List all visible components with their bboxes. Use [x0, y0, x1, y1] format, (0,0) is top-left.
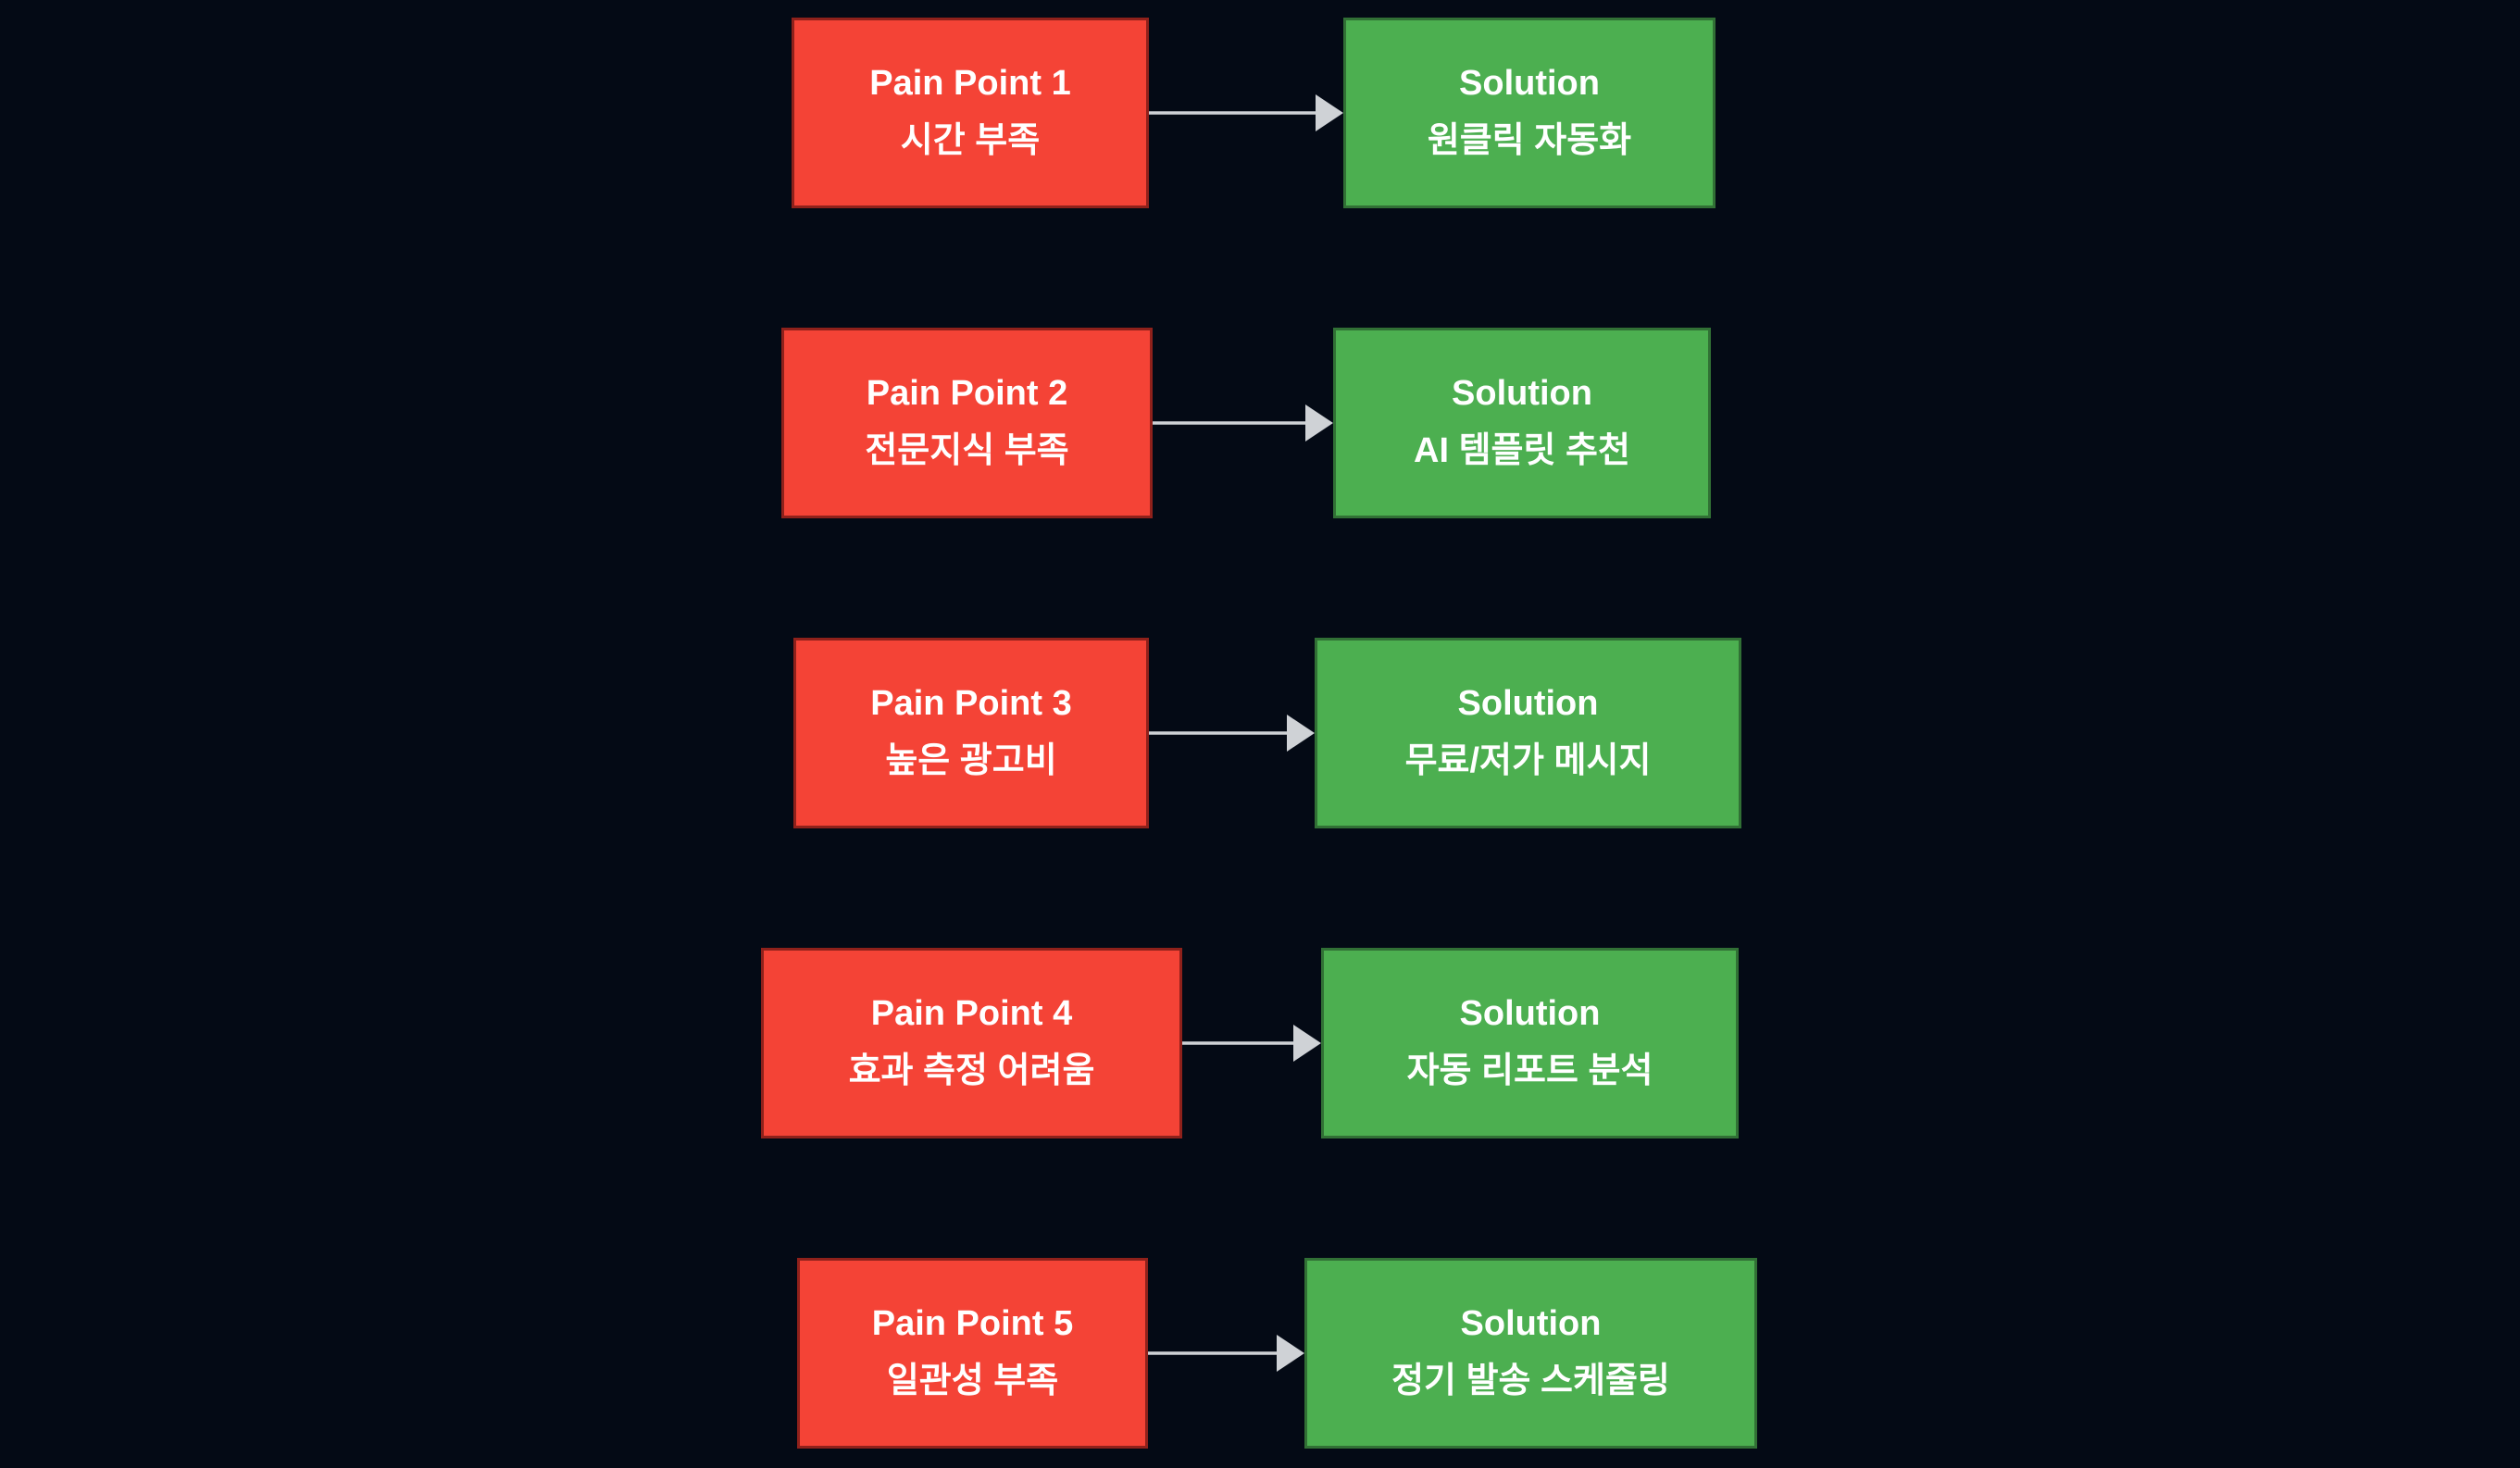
arrow-head	[1305, 404, 1333, 442]
pain-point-title: Pain Point 3	[870, 684, 1072, 724]
solution-subtitle: 자동 리포트 분석	[1406, 1051, 1653, 1090]
solution-title: Solution	[1459, 994, 1601, 1034]
solution-box: Solution 정기 발송 스케줄링	[1304, 1258, 1757, 1449]
solution-title: Solution	[1459, 64, 1600, 104]
pain-point-subtitle: 높은 광고비	[885, 741, 1057, 780]
pain-point-subtitle: 전문지식 부족	[865, 431, 1069, 470]
solution-box: Solution 자동 리포트 분석	[1321, 948, 1739, 1138]
solution-subtitle: 무료/저가 메시지	[1404, 741, 1652, 780]
solution-box: Solution 무료/저가 메시지	[1315, 638, 1741, 828]
pain-point-box: Pain Point 1 시간 부족	[792, 18, 1149, 208]
solution-title: Solution	[1460, 1304, 1602, 1344]
arrow-connector-icon	[1149, 94, 1343, 131]
arrow-connector-icon	[1149, 715, 1315, 752]
pain-point-box: Pain Point 5 일관성 부족	[797, 1258, 1148, 1449]
solution-subtitle: 정기 발송 스케줄링	[1391, 1362, 1670, 1400]
solution-box: Solution AI 템플릿 추천	[1333, 328, 1711, 518]
pain-point-box: Pain Point 2 전문지식 부족	[781, 328, 1153, 518]
solution-subtitle: 원클릭 자동화	[1427, 121, 1632, 160]
pain-point-title: Pain Point 2	[866, 374, 1068, 414]
pain-point-box: Pain Point 3 높은 광고비	[793, 638, 1149, 828]
arrow-connector-icon	[1182, 1025, 1321, 1062]
pain-point-subtitle: 효과 측정 어려움	[848, 1051, 1095, 1090]
pain-point-subtitle: 일관성 부족	[886, 1362, 1059, 1400]
arrow-connector-icon	[1153, 404, 1333, 442]
arrow-head	[1277, 1335, 1304, 1372]
arrow-head	[1287, 715, 1315, 752]
solution-subtitle: AI 템플릿 추천	[1414, 431, 1630, 470]
pain-point-title: Pain Point 5	[871, 1304, 1074, 1344]
solution-box: Solution 원클릭 자동화	[1343, 18, 1715, 208]
pain-point-title: Pain Point 1	[869, 64, 1071, 104]
pain-point-subtitle: 시간 부족	[900, 121, 1041, 160]
arrow-connector-icon	[1148, 1335, 1304, 1372]
pain-point-title: Pain Point 4	[870, 994, 1073, 1034]
solution-title: Solution	[1452, 374, 1592, 414]
arrow-head	[1316, 94, 1343, 131]
arrow-head	[1293, 1025, 1321, 1062]
pain-point-box: Pain Point 4 효과 측정 어려움	[761, 948, 1182, 1138]
solution-title: Solution	[1457, 684, 1599, 724]
